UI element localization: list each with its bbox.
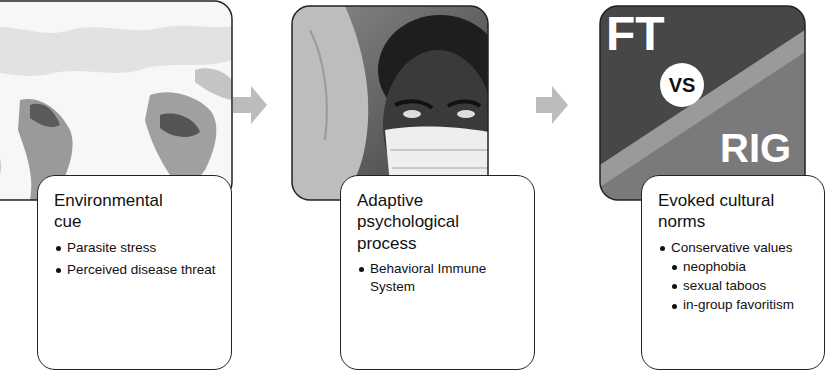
text-box: Adaptive psychological processBehavioral… [340, 175, 535, 370]
image-text: RIG [720, 128, 791, 168]
bullet-dot [672, 265, 677, 270]
bullet-item: neophobia [658, 258, 812, 276]
left-vs-right-graphic [600, 6, 805, 200]
image-text: VS [660, 75, 704, 95]
image-frame [0, 1, 232, 200]
bullet-item: Conservative values [658, 239, 812, 257]
bullet-item: Parasite stress [54, 239, 219, 257]
bullet-dot [660, 246, 665, 251]
box-heading: Environmental cue [54, 190, 184, 233]
bullet-dot [359, 267, 364, 272]
bullet-item: Behavioral Immune System [357, 260, 522, 296]
bullet-dot [56, 268, 61, 273]
image-frame [292, 6, 488, 200]
text-box: Evoked cultural normsConservative values… [641, 175, 825, 370]
box-heading: Evoked cultural norms [658, 190, 788, 233]
bullet-item: in-group favoritism [658, 296, 812, 314]
masked-person-photo [292, 6, 488, 200]
block-arrow [233, 86, 267, 124]
text-box: Environmental cueParasite stressPerceive… [37, 175, 232, 370]
image-frame [600, 6, 805, 200]
image-text: FT [606, 10, 665, 58]
bullet-item: Perceived disease threat [54, 261, 219, 279]
bullet-item: sexual taboos [658, 277, 812, 295]
bullet-dot [56, 246, 61, 251]
box-heading: Adaptive psychological process [357, 190, 487, 254]
block-arrow [536, 86, 568, 124]
bullet-dot [672, 284, 677, 289]
bullet-dot [672, 304, 677, 309]
world-map [0, 1, 232, 200]
